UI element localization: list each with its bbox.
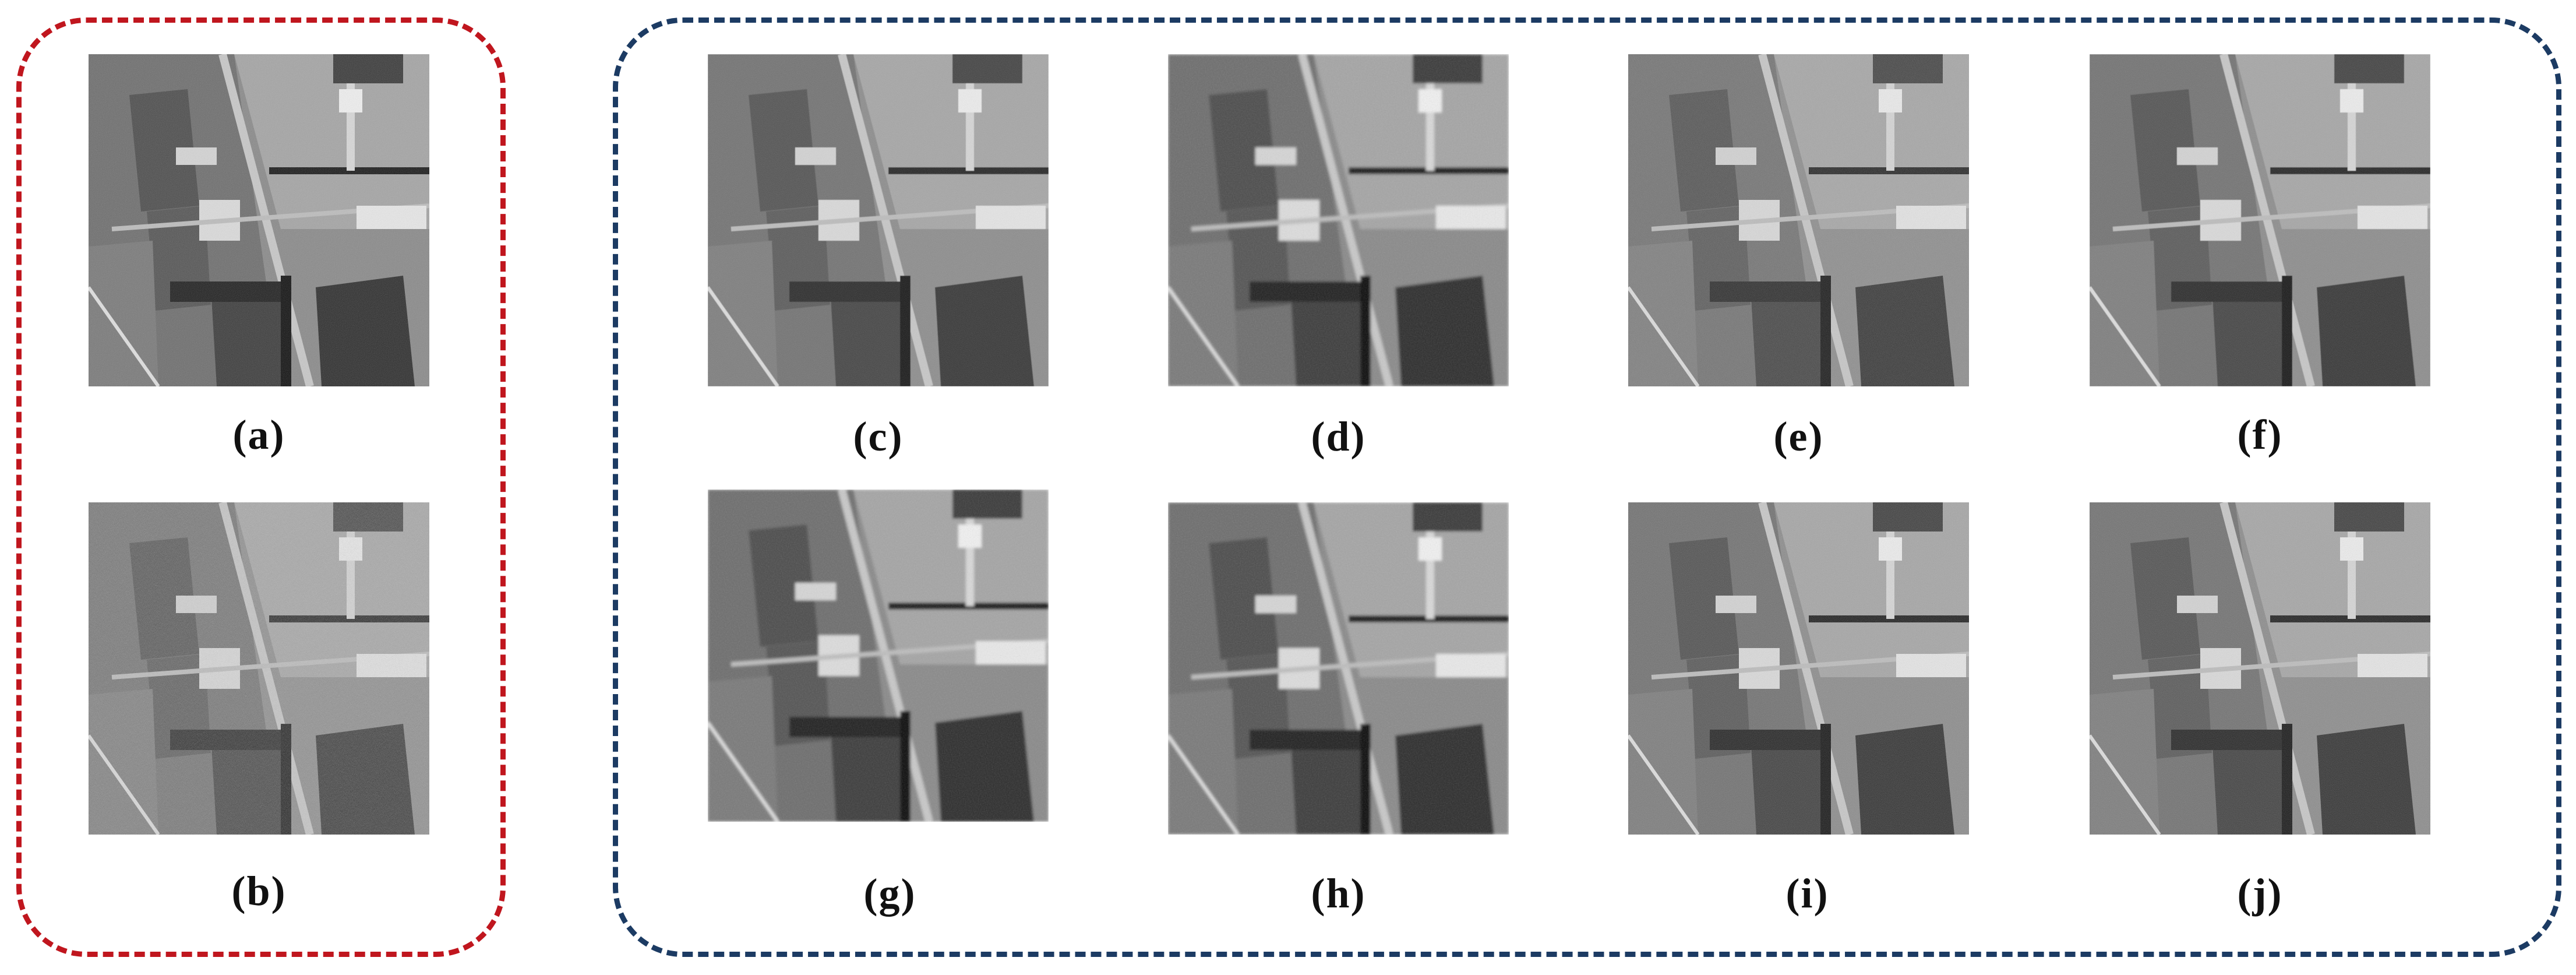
panel-h-image — [1168, 502, 1509, 835]
panel-j-image — [2090, 502, 2430, 835]
panel-a-image — [89, 54, 429, 386]
panel-e-image — [1628, 54, 1969, 386]
panel-f-label: (f) — [2237, 411, 2283, 458]
input-group-frame — [16, 17, 506, 957]
panel-b-label: (b) — [231, 868, 287, 914]
panel-g-image — [708, 490, 1049, 822]
panel-d-image — [1168, 54, 1509, 386]
panel-c-label: (c) — [853, 413, 904, 460]
panel-h-label: (h) — [1311, 870, 1366, 917]
panel-e-label: (e) — [1773, 413, 1824, 460]
panel-d-label: (d) — [1311, 413, 1366, 460]
panel-a-label: (a) — [232, 411, 285, 458]
panel-b-image — [89, 502, 429, 835]
panel-g-label: (g) — [863, 870, 916, 917]
panel-c-image — [708, 54, 1049, 386]
panel-f-image — [2090, 54, 2430, 386]
panel-j-label: (j) — [2237, 870, 2283, 917]
results-group-frame — [613, 17, 2561, 957]
panel-i-label: (i) — [1785, 870, 1829, 917]
panel-i-image — [1628, 502, 1969, 835]
